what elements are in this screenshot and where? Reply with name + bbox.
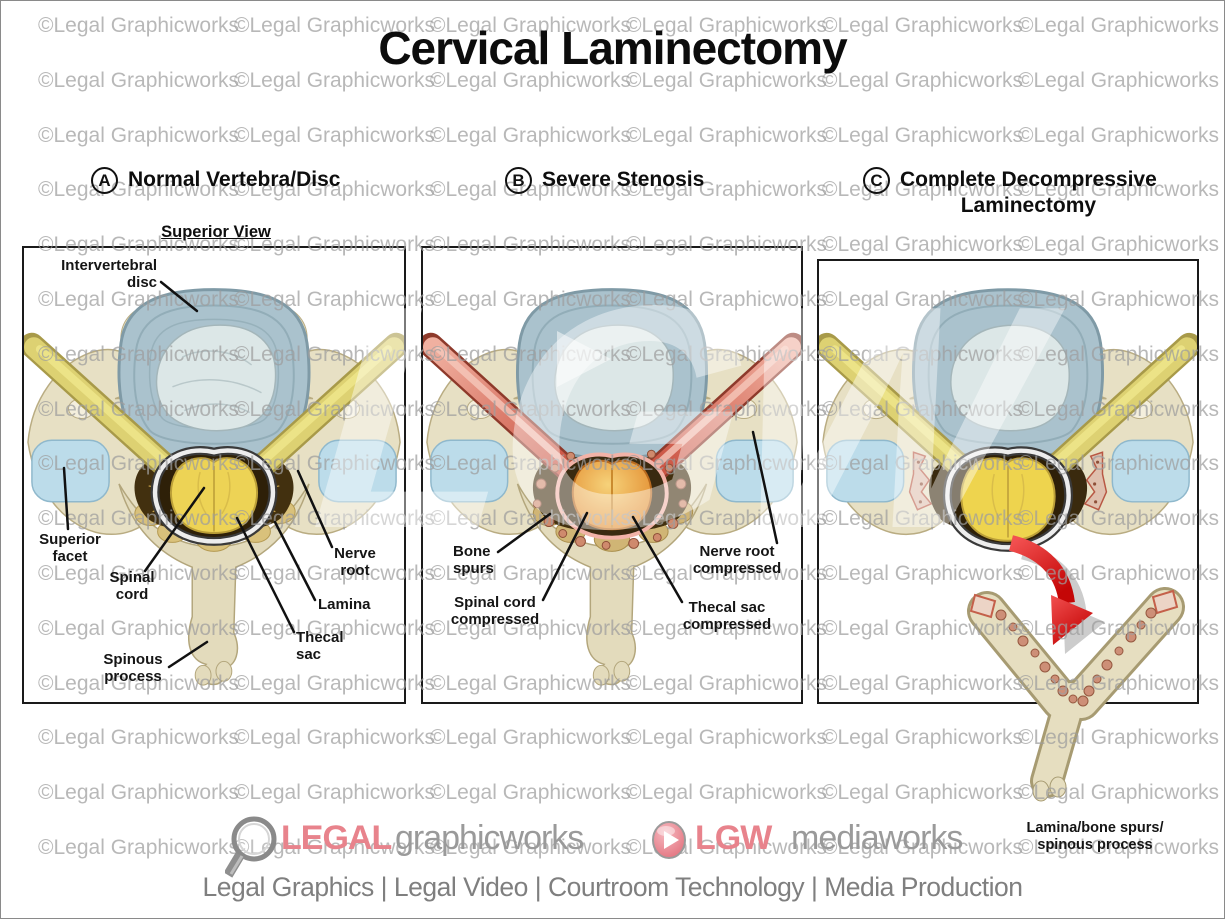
label-lamina: Lamina [318,596,371,613]
watermark-tile: ©Legal Graphicworks [234,123,436,147]
superior-view-label: Superior View [161,223,271,241]
label-nerve-root: Nerve root [334,545,376,580]
label-superior-facet: Superior facet [39,531,101,566]
panel-b-letter-badge: B [505,167,532,194]
watermark-tile: ©Legal Graphicworks [38,781,240,805]
label-spinal-cord: Spinal cord [109,569,155,604]
removed-lamina-fragment [967,535,1185,802]
panel-a-letter-badge: A [91,167,118,194]
watermark-tile: ©Legal Graphicworks [38,726,240,750]
label-spinous-process: Spinous process [103,651,163,686]
panel-a-header: A Normal Vertebra/Disc [91,167,340,194]
label-removed-piece: Lamina/bone spurs/ spinous process [1026,820,1164,853]
watermark-tile: ©Legal Graphicworks [822,233,1024,257]
vertebra-normal-illustration [24,288,404,686]
watermark-tile: ©Legal Graphicworks [430,123,632,147]
brand-mediaworks: mediaworks [791,819,963,857]
brand-legal: LEGAL [281,819,392,857]
watermark-tile: ©Legal Graphicworks [234,726,436,750]
label-intervertebral-disc: Intervertebral disc [61,257,157,292]
watermark-tile: ©Legal Graphicworks [626,781,828,805]
label-nerve-root-compressed: Nerve root compressed [692,543,782,578]
watermark-tile: ©Legal Graphicworks [430,781,632,805]
watermark-tile: ©Legal Graphicworks [38,123,240,147]
label-thecal-sac-compressed: Thecal sac compressed [682,599,772,634]
panel-b-title: Severe Stenosis [542,168,705,191]
label-bone-spurs: Bone spurs [453,543,494,578]
watermark-tile: ©Legal Graphicworks [430,726,632,750]
watermark-tile: ©Legal Graphicworks [1018,123,1220,147]
play-icon [652,821,686,859]
brand-graphicworks: graphicworks [395,819,584,857]
magnifier-icon [225,816,277,878]
watermark-tile: ©Legal Graphicworks [626,123,828,147]
red-removal-arrow [1008,535,1075,605]
watermark-tile: ©Legal Graphicworks [1018,233,1220,257]
panel-b-header: B Severe Stenosis [505,167,704,194]
page-title: Cervical Laminectomy [378,22,847,74]
label-thecal-sac: Thecal sac [296,629,344,664]
vertebra-laminectomy-illustration [819,288,1197,552]
watermark-tile: ©Legal Graphicworks [822,123,1024,147]
panel-c-title: Complete Decompressive Laminectomy [900,168,1157,218]
footer-tagline: Legal Graphics | Legal Video | Courtroom… [202,872,1023,902]
panel-b-severe-stenosis [421,246,803,704]
watermark-tile: ©Legal Graphicworks [234,781,436,805]
watermark-tile: ©Legal Graphicworks [626,726,828,750]
panel-c-letter-badge: C [863,167,890,194]
watermark-tile: ©Legal Graphicworks [38,836,240,859]
label-spinal-cord-compressed: Spinal cord compressed [450,594,540,629]
vertebra-stenosis-illustration [423,288,801,686]
panel-c-header: C Complete Decompressive Laminectomy [863,167,1157,220]
panel-a-normal-vertebra [22,246,406,704]
brand-lgw: LGW [695,819,772,857]
panel-a-title: Normal Vertebra/Disc [128,168,341,191]
